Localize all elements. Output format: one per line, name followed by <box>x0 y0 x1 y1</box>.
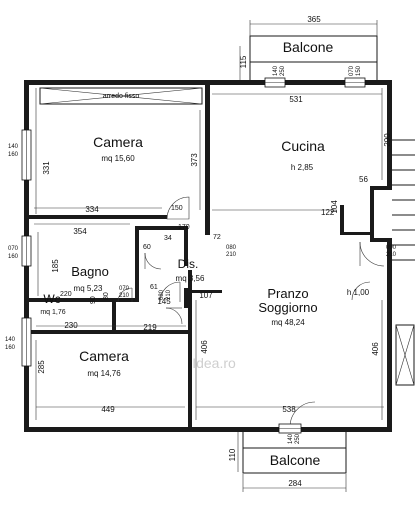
svg-text:170: 170 <box>178 224 190 231</box>
svg-text:080: 080 <box>159 289 165 300</box>
pranzo-height: h 1,00 <box>347 288 370 297</box>
wc-label: Wc <box>43 292 60 306</box>
camera1-area: mq 15,60 <box>101 154 135 163</box>
svg-text:80: 80 <box>103 292 110 300</box>
bagno-label: Bagno <box>71 264 109 279</box>
svg-text:334: 334 <box>85 205 99 214</box>
svg-text:250: 250 <box>280 65 286 76</box>
camera1-label: Camera <box>93 134 143 150</box>
svg-text:080: 080 <box>226 245 237 251</box>
svg-text:160: 160 <box>8 254 19 260</box>
balcone-bottom-label: Balcone <box>270 452 321 468</box>
svg-text:107: 107 <box>199 291 213 300</box>
svg-text:406: 406 <box>371 342 380 356</box>
svg-text:140: 140 <box>288 433 294 444</box>
svg-text:531: 531 <box>289 95 303 104</box>
balcony-bottom: Balcone <box>242 432 347 474</box>
soggiorno-label: Soggiorno <box>258 300 317 315</box>
pranzo-area: mq 48,24 <box>271 318 305 327</box>
svg-text:72: 72 <box>213 234 221 241</box>
svg-text:219: 219 <box>143 323 157 332</box>
svg-text:090: 090 <box>386 245 397 251</box>
svg-text:373: 373 <box>190 153 199 167</box>
window-left-bagno: 070 160 <box>8 235 32 267</box>
cucina-height: h 2,85 <box>291 163 314 172</box>
svg-text:285: 285 <box>37 360 46 374</box>
svg-text:150: 150 <box>356 65 362 76</box>
window-left-camera2: 140 160 <box>5 317 32 367</box>
svg-text:140: 140 <box>8 144 19 150</box>
svg-text:160: 160 <box>8 152 19 158</box>
svg-text:220: 220 <box>60 291 72 298</box>
svg-text:104: 104 <box>330 200 339 214</box>
svg-text:230: 230 <box>64 321 78 330</box>
svg-text:185: 185 <box>51 259 60 273</box>
doors <box>117 196 385 428</box>
camera2-area: mq 14,76 <box>87 369 121 378</box>
cucina-label: Cucina <box>281 138 325 154</box>
window-top-right: 070 150 <box>344 65 366 88</box>
svg-text:115: 115 <box>239 55 248 68</box>
svg-text:449: 449 <box>101 405 115 414</box>
svg-text:34: 34 <box>164 235 172 242</box>
window-bottom: 140 250 <box>278 423 302 444</box>
bagno-area: mq 5,23 <box>74 284 103 293</box>
interior-walls <box>29 85 370 427</box>
svg-text:160: 160 <box>5 345 16 351</box>
inner-dimension-lines <box>34 88 384 420</box>
svg-text:122: 122 <box>321 208 335 217</box>
svg-text:538: 538 <box>282 405 296 414</box>
svg-text:210: 210 <box>386 252 397 258</box>
dimension-115: 115 <box>239 46 248 84</box>
svg-text:150: 150 <box>171 205 183 212</box>
svg-text:070: 070 <box>8 246 19 252</box>
svg-text:61: 61 <box>150 284 158 291</box>
window-top-kitchen: 140 250 <box>264 65 286 88</box>
svg-text:210: 210 <box>119 293 130 299</box>
exterior-steps <box>392 139 415 386</box>
camera2-label: Camera <box>79 348 129 364</box>
svg-text:110: 110 <box>228 448 237 461</box>
pranzo-label: Pranzo <box>267 286 308 301</box>
svg-text:210: 210 <box>166 289 172 300</box>
dimension-365: 365 <box>249 15 378 36</box>
svg-text:284: 284 <box>288 479 302 488</box>
dimension-110: 110 <box>228 432 239 472</box>
window-left-camera1: 140 160 <box>8 129 32 181</box>
svg-text:406: 406 <box>200 340 209 354</box>
arredo-fisso-label: arredo fisso <box>103 93 140 100</box>
svg-text:145: 145 <box>157 297 171 306</box>
svg-text:90: 90 <box>90 296 97 304</box>
svg-text:140: 140 <box>5 337 16 343</box>
svg-text:140: 140 <box>273 65 279 76</box>
dimension-284: 284 <box>242 474 347 492</box>
svg-text:290: 290 <box>383 133 392 147</box>
svg-text:56: 56 <box>359 175 368 184</box>
svg-text:250: 250 <box>295 433 301 444</box>
svg-text:365: 365 <box>307 15 321 24</box>
svg-text:331: 331 <box>42 161 51 175</box>
wc-area: mq 1,76 <box>40 309 65 316</box>
svg-text:60: 60 <box>143 244 151 251</box>
svg-text:070: 070 <box>349 65 355 76</box>
watermark: Idea.ro <box>192 355 236 371</box>
dis-area: mq 3,56 <box>176 274 205 283</box>
balcone-top-label: Balcone <box>283 39 334 55</box>
svg-text:210: 210 <box>226 252 237 258</box>
svg-text:354: 354 <box>73 227 87 236</box>
fixed-furniture: arredo fisso <box>39 87 203 105</box>
dis-label: Dis. <box>178 257 199 271</box>
svg-text:070: 070 <box>119 286 130 292</box>
